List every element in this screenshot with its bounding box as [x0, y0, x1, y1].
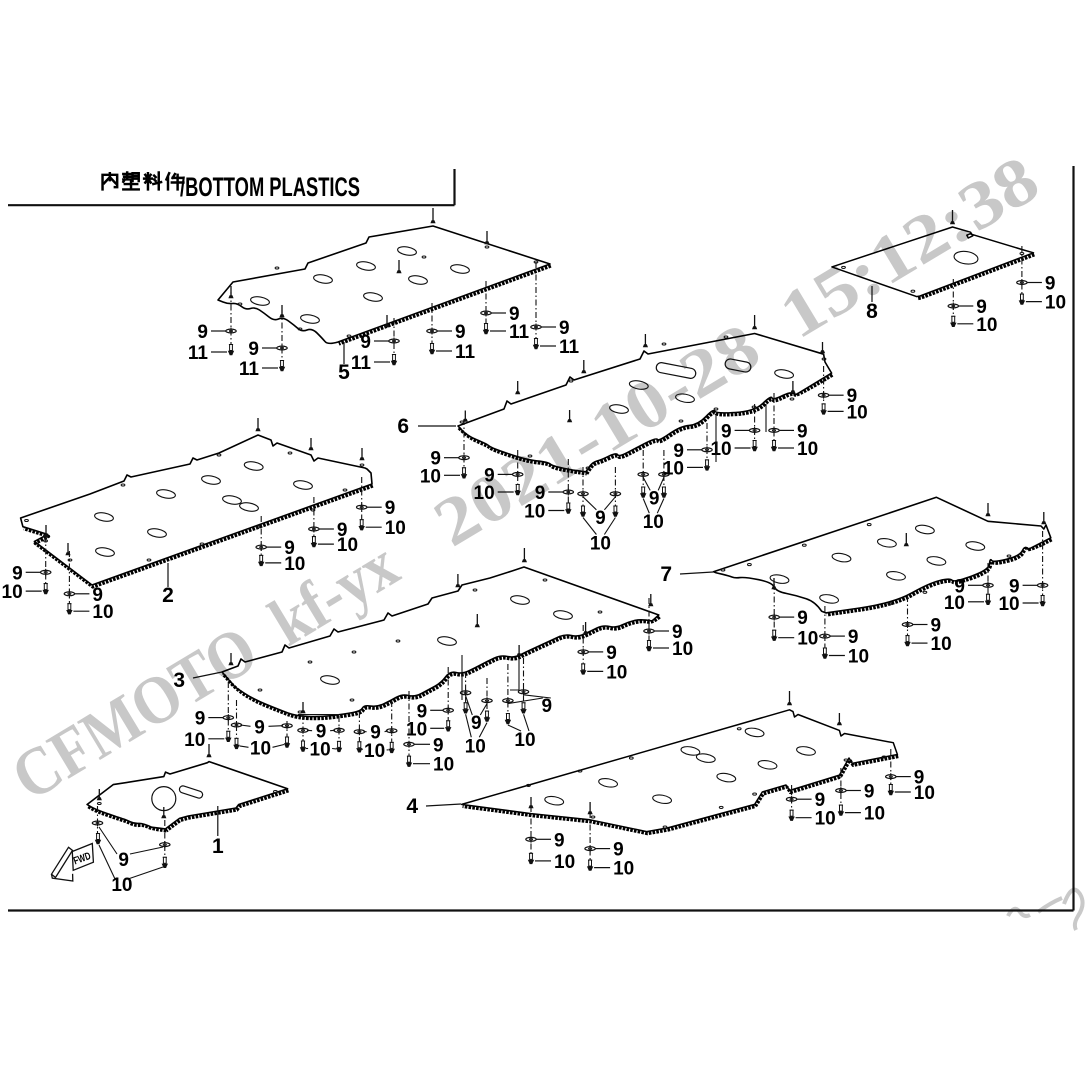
svg-text:10: 10 [815, 809, 836, 830]
svg-text:9: 9 [118, 850, 129, 871]
svg-text:10: 10 [606, 662, 627, 683]
svg-text:10: 10 [797, 629, 818, 650]
svg-text:10: 10 [998, 594, 1019, 615]
svg-text:10: 10 [364, 741, 385, 762]
svg-text:9: 9 [197, 322, 208, 343]
svg-text:9: 9 [471, 713, 482, 734]
svg-text:/BOTTOM PLASTICS: /BOTTOM PLASTICS [180, 172, 360, 202]
svg-text:9: 9 [360, 332, 371, 353]
svg-text:11: 11 [509, 322, 530, 343]
svg-text:9: 9 [559, 318, 570, 339]
svg-text:10: 10 [2, 582, 23, 603]
svg-text:10: 10 [643, 512, 664, 533]
svg-text:9: 9 [864, 782, 875, 803]
svg-text:9: 9 [484, 465, 495, 486]
svg-text:4: 4 [406, 795, 418, 818]
svg-text:10: 10 [1045, 293, 1066, 314]
svg-text:9: 9 [254, 717, 265, 738]
svg-text:10: 10 [514, 730, 535, 751]
svg-text:9: 9 [721, 421, 732, 442]
svg-text:9: 9 [248, 339, 259, 360]
svg-text:9: 9 [649, 488, 660, 509]
svg-text:9: 9 [542, 696, 553, 717]
svg-text:9: 9 [535, 483, 546, 504]
svg-text:9: 9 [316, 722, 327, 743]
svg-text:9: 9 [433, 735, 444, 756]
svg-text:9: 9 [847, 386, 858, 407]
svg-text:9: 9 [337, 520, 348, 541]
svg-text:10: 10 [710, 439, 731, 460]
svg-text:9: 9 [931, 616, 942, 637]
svg-text:9: 9 [554, 830, 565, 851]
svg-text:10: 10 [406, 719, 427, 740]
svg-text:9: 9 [914, 768, 925, 789]
svg-text:10: 10 [111, 875, 132, 896]
svg-text:10: 10 [310, 740, 331, 761]
svg-text:11: 11 [351, 353, 372, 374]
svg-text:9: 9 [797, 421, 808, 442]
svg-text:10: 10 [184, 730, 205, 751]
svg-text:10: 10 [797, 439, 818, 460]
svg-text:9: 9 [673, 441, 684, 462]
svg-text:9: 9 [430, 449, 441, 470]
svg-text:10: 10 [864, 804, 885, 825]
svg-text:10: 10 [976, 315, 997, 336]
svg-text:9: 9 [455, 322, 466, 343]
svg-text:6: 6 [397, 415, 409, 438]
svg-text:9: 9 [417, 701, 428, 722]
svg-text:1: 1 [212, 835, 224, 858]
svg-text:9: 9 [613, 840, 624, 861]
svg-text:FWD: FWD [72, 850, 93, 867]
svg-text:7: 7 [660, 563, 672, 586]
svg-text:10: 10 [944, 593, 965, 614]
svg-text:11: 11 [188, 343, 209, 364]
svg-text:9: 9 [815, 790, 826, 811]
svg-text:9: 9 [595, 508, 606, 529]
svg-text:10: 10 [847, 402, 868, 423]
svg-text:10: 10 [250, 738, 271, 759]
svg-text:9: 9 [1045, 274, 1056, 295]
svg-text:9: 9 [195, 709, 206, 730]
svg-text:11: 11 [455, 342, 476, 363]
svg-text:10: 10 [663, 458, 684, 479]
svg-text:10: 10 [420, 466, 441, 487]
svg-text:9: 9 [606, 643, 617, 664]
svg-text:10: 10 [554, 852, 575, 873]
svg-text:11: 11 [559, 337, 580, 358]
svg-text:9: 9 [385, 498, 396, 519]
svg-text:10: 10 [848, 647, 869, 668]
svg-text:9: 9 [284, 538, 295, 559]
svg-text:10: 10 [613, 859, 634, 880]
svg-text:9: 9 [1009, 576, 1020, 597]
svg-text:9: 9 [92, 585, 103, 606]
svg-text:5: 5 [338, 361, 350, 384]
svg-text:9: 9 [370, 723, 381, 744]
svg-text:10: 10 [284, 554, 305, 575]
svg-text:10: 10 [590, 534, 611, 555]
svg-text:9: 9 [12, 563, 23, 584]
svg-text:9: 9 [848, 627, 859, 648]
svg-text:10: 10 [465, 736, 486, 757]
svg-text:9: 9 [976, 297, 987, 318]
svg-text:9: 9 [797, 608, 808, 629]
svg-text:8: 8 [866, 300, 878, 323]
svg-text:10: 10 [385, 518, 406, 539]
svg-text:10: 10 [931, 634, 952, 655]
svg-text:9: 9 [672, 622, 683, 643]
svg-text:10: 10 [672, 639, 693, 660]
svg-text:3: 3 [173, 669, 185, 692]
svg-text:9: 9 [954, 576, 965, 597]
svg-text:11: 11 [239, 359, 260, 380]
svg-text:10: 10 [474, 483, 495, 504]
svg-text:10: 10 [433, 755, 454, 776]
svg-text:10: 10 [337, 535, 358, 556]
svg-text:2: 2 [162, 584, 174, 607]
svg-text:9: 9 [509, 304, 520, 325]
svg-text:10: 10 [92, 602, 113, 623]
svg-text:10: 10 [914, 783, 935, 804]
svg-text:10: 10 [524, 502, 545, 523]
